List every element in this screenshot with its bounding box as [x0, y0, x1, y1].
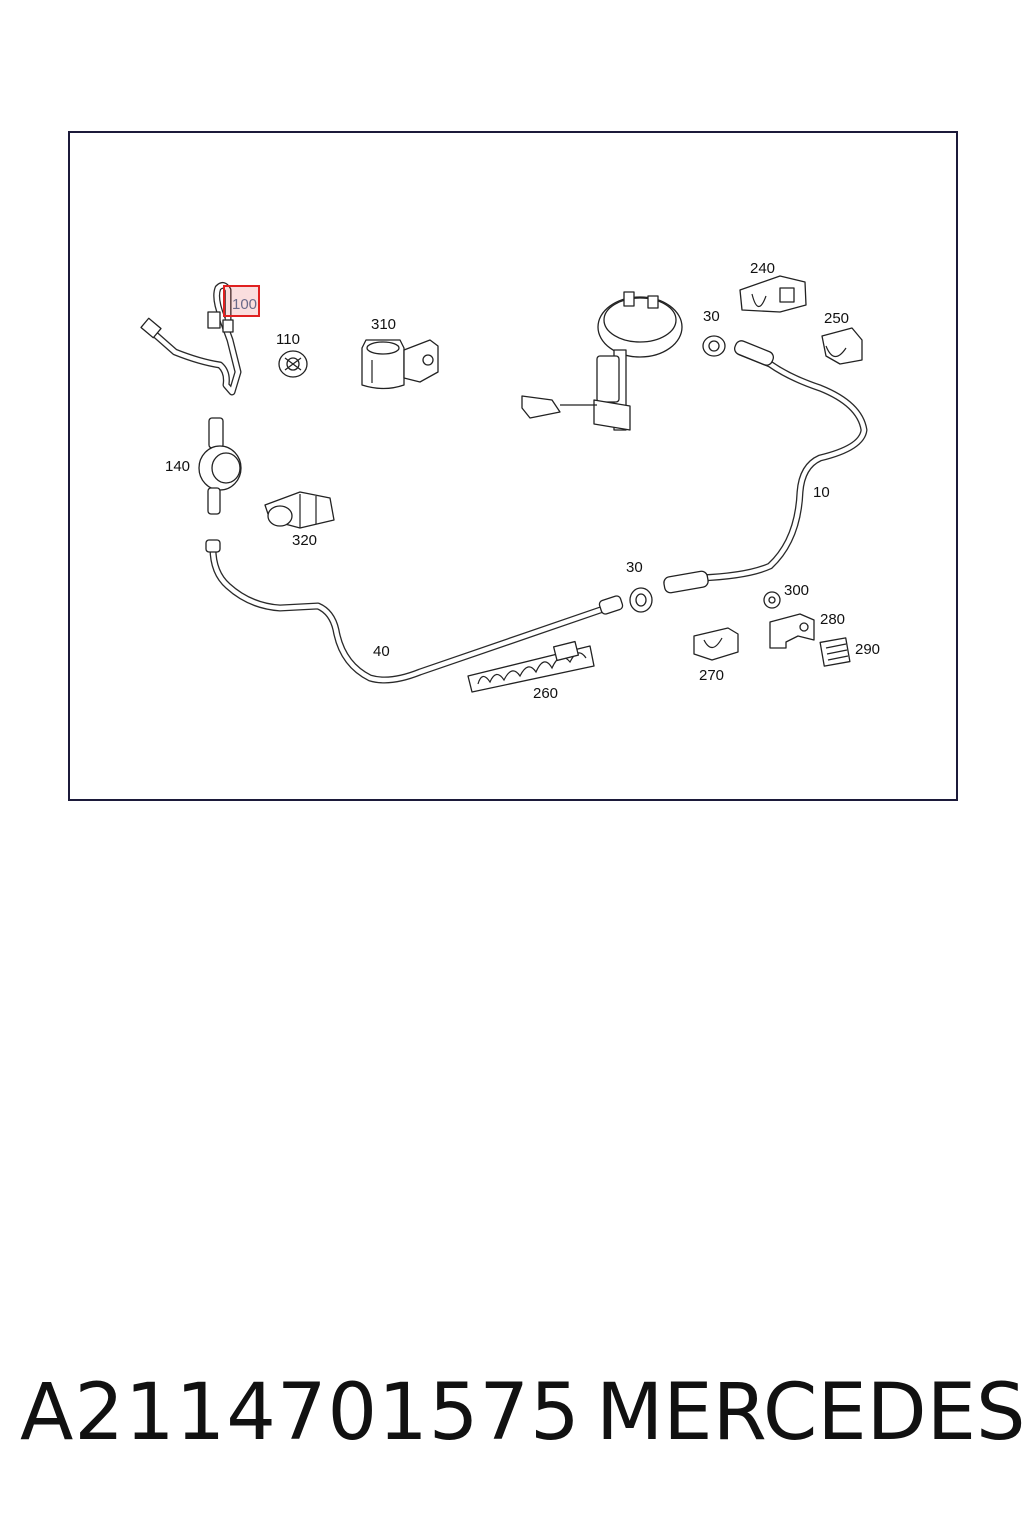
callout-30-top: 30: [703, 308, 720, 325]
callout-300: 300: [784, 582, 809, 599]
callout-140: 140: [165, 458, 190, 475]
part-300-washer[interactable]: [763, 591, 781, 609]
callout-290: 290: [855, 641, 880, 658]
part-number: A2114701575: [20, 1368, 581, 1458]
brand-name: MERCEDES: [596, 1368, 1024, 1458]
callout-100: 100: [232, 296, 257, 313]
diagram-frame: [68, 131, 958, 801]
part-320-bracket[interactable]: [264, 491, 335, 529]
part-40-fuel-line[interactable]: [205, 539, 624, 684]
fuel-pump-assembly[interactable]: [521, 291, 683, 431]
part-240-clip[interactable]: [739, 275, 807, 313]
callout-240: 240: [750, 260, 775, 277]
callout-280: 280: [820, 611, 845, 628]
callout-10: 10: [813, 484, 830, 501]
callout-30-mid: 30: [626, 559, 643, 576]
part-140-fuel-filter[interactable]: [198, 417, 242, 515]
callout-100-highlight[interactable]: 100: [223, 285, 260, 317]
callout-40: 40: [373, 643, 390, 660]
part-10-fuel-line[interactable]: [663, 339, 868, 594]
part-310-bracket[interactable]: [361, 339, 439, 390]
part-100-fuel-line[interactable]: [140, 281, 242, 396]
callout-270: 270: [699, 667, 724, 684]
part-30-clamp-top[interactable]: [702, 335, 726, 357]
part-250-clip[interactable]: [821, 327, 863, 365]
part-110-clip[interactable]: [278, 350, 308, 378]
part-30-clamp-mid[interactable]: [629, 587, 653, 613]
callout-110: 110: [276, 331, 300, 348]
part-280-bracket[interactable]: [769, 613, 815, 649]
part-270-clip[interactable]: [693, 627, 739, 661]
callout-320: 320: [292, 532, 317, 549]
callout-250: 250: [824, 310, 849, 327]
callout-310: 310: [371, 316, 396, 333]
callout-260: 260: [533, 685, 558, 702]
part-290-connector[interactable]: [819, 637, 851, 667]
part-260-holder[interactable]: [467, 640, 595, 693]
